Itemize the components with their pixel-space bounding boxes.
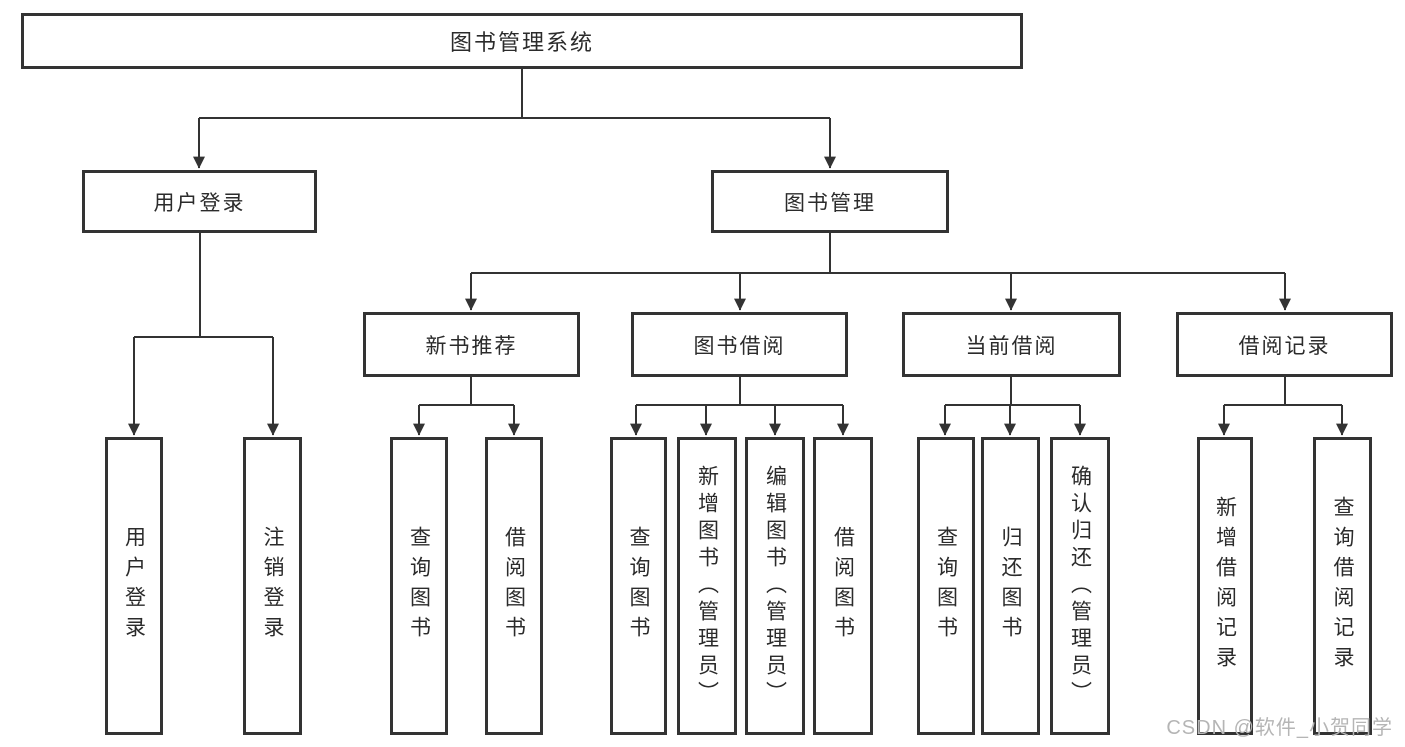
leaf-query-books-borrow: 查询图书 xyxy=(610,437,667,735)
node-book-borrow-label: 图书借阅 xyxy=(693,334,786,358)
leaf-edit-book-admin-label: 编辑图书（管理员） xyxy=(763,464,787,708)
leaf-query-books-recommend-label: 查询图书 xyxy=(407,526,431,646)
leaf-edit-book-admin: 编辑图书（管理员） xyxy=(745,437,805,735)
node-user-login-label: 用户登录 xyxy=(153,191,246,215)
leaf-borrow-books-borrow-label: 借阅图书 xyxy=(831,526,855,646)
node-root: 图书管理系统 xyxy=(21,13,1023,69)
node-book-management: 图书管理 xyxy=(711,170,949,233)
node-new-book-recommend: 新书推荐 xyxy=(363,312,580,377)
leaf-return-book: 归还图书 xyxy=(981,437,1040,735)
node-new-book-recommend-label: 新书推荐 xyxy=(425,334,518,358)
leaf-confirm-return-admin: 确认归还（管理员） xyxy=(1050,437,1110,735)
node-borrow-records: 借阅记录 xyxy=(1176,312,1393,377)
node-current-borrow-label: 当前借阅 xyxy=(965,334,1058,358)
leaf-logout-label: 注销登录 xyxy=(261,526,284,646)
leaf-query-books-recommend: 查询图书 xyxy=(390,437,448,735)
leaf-borrow-books-recommend-label: 借阅图书 xyxy=(502,526,526,646)
leaf-query-borrow-record: 查询借阅记录 xyxy=(1313,437,1372,735)
leaf-confirm-return-admin-label: 确认归还（管理员） xyxy=(1068,464,1092,708)
leaf-return-book-label: 归还图书 xyxy=(999,526,1022,646)
leaf-query-books-current-label: 查询图书 xyxy=(934,526,958,646)
leaf-borrow-books-borrow: 借阅图书 xyxy=(813,437,873,735)
leaf-logout: 注销登录 xyxy=(243,437,302,735)
leaf-user-login: 用户登录 xyxy=(105,437,163,735)
leaf-user-login-label: 用户登录 xyxy=(122,526,146,646)
leaf-query-borrow-record-label: 查询借阅记录 xyxy=(1331,496,1354,676)
leaf-add-borrow-record-label: 新增借阅记录 xyxy=(1213,496,1237,676)
node-root-label: 图书管理系统 xyxy=(449,30,594,55)
node-book-borrow: 图书借阅 xyxy=(631,312,848,377)
leaf-add-book-admin: 新增图书（管理员） xyxy=(677,437,737,735)
leaf-query-books-borrow-label: 查询图书 xyxy=(627,526,650,646)
leaf-add-book-admin-label: 新增图书（管理员） xyxy=(695,464,719,708)
leaf-query-books-current: 查询图书 xyxy=(917,437,975,735)
watermark: CSDN @软件_小贺同学 xyxy=(1166,717,1393,739)
node-user-login: 用户登录 xyxy=(82,170,317,233)
leaf-add-borrow-record: 新增借阅记录 xyxy=(1197,437,1253,735)
node-borrow-records-label: 借阅记录 xyxy=(1238,334,1331,358)
leaf-borrow-books-recommend: 借阅图书 xyxy=(485,437,543,735)
node-book-management-label: 图书管理 xyxy=(784,191,876,215)
node-current-borrow: 当前借阅 xyxy=(902,312,1121,377)
